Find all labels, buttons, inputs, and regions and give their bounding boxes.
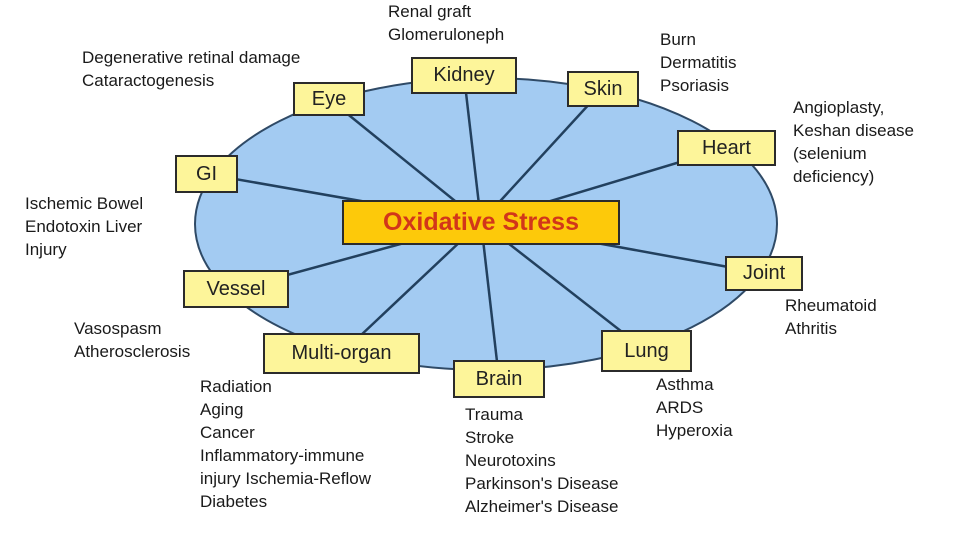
- condition-item: ARDS: [656, 398, 704, 417]
- condition-item: Atherosclerosis: [74, 342, 191, 361]
- organ-box-lung: Lung: [601, 330, 692, 372]
- condition-item: Cancer: [200, 423, 255, 442]
- condition-item: Burn: [660, 30, 696, 49]
- condition-item: Aging: [200, 400, 244, 419]
- organ-box-multi-organ: Multi-organ: [263, 333, 420, 374]
- connector-skin: [480, 88, 604, 223]
- center-label: Oxidative Stress: [383, 208, 579, 236]
- center-oxidative-stress: Oxidative Stress: [342, 200, 620, 245]
- condition-item: Trauma: [465, 405, 523, 424]
- condition-item: Neurotoxins: [465, 451, 556, 470]
- organ-label: Heart: [702, 136, 751, 159]
- organ-label: Lung: [624, 339, 669, 362]
- organ-label: GI: [195, 162, 218, 185]
- organ-label: Kidney: [433, 64, 495, 86]
- organ-box-vessel: Vessel: [183, 270, 289, 308]
- condition-item: Rheumatoid: [785, 296, 877, 315]
- condition-item: Dermatitis: [660, 53, 737, 72]
- organ-box-skin: Skin: [567, 71, 639, 107]
- organ-box-eye: Eye: [293, 82, 365, 116]
- condition-item: Renal graft: [388, 2, 472, 21]
- organ-box-brain: Brain: [453, 360, 545, 398]
- condition-item: Keshan disease: [793, 121, 914, 140]
- condition-item: Stroke: [465, 428, 515, 447]
- condition-item: deficiency): [793, 167, 875, 186]
- organ-label: Vessel: [206, 277, 266, 300]
- condition-item: Hyperoxia: [656, 421, 733, 440]
- organ-label: Multi-organ: [291, 342, 392, 364]
- conditions-heart: Angioplasty, Keshan disease (selenium defic…: [793, 96, 914, 188]
- condition-item: Radiation: [200, 377, 272, 396]
- condition-item: Alzheimer's Disease: [465, 497, 619, 516]
- organ-label: Skin: [583, 77, 623, 100]
- connector-brain: [479, 221, 501, 380]
- condition-item: Diabetes: [200, 492, 268, 511]
- condition-item: Glomeruloneph: [388, 25, 505, 44]
- condition-item: Inflammatory-immune: [200, 446, 365, 465]
- condition-item: Vasospasm: [74, 319, 162, 338]
- condition-item: Degenerative retinal damage: [82, 48, 301, 67]
- condition-item: Angioplasty,: [793, 98, 885, 117]
- organ-label: Joint: [742, 262, 786, 284]
- organ-box-heart: Heart: [677, 130, 776, 166]
- organ-box-kidney: Kidney: [411, 57, 517, 94]
- condition-item: Psoriasis: [660, 76, 729, 95]
- condition-item: Ischemic Bowel: [25, 194, 144, 213]
- organ-box-joint: Joint: [725, 256, 803, 291]
- organ-box-gi: GI: [175, 155, 238, 193]
- condition-item: Cataractogenesis: [82, 71, 215, 90]
- condition-item: injury Ischemia-Reflow: [200, 469, 371, 488]
- organ-label: Brain: [475, 367, 523, 390]
- condition-item: Athritis: [785, 319, 837, 338]
- condition-item: Asthma: [656, 375, 714, 394]
- condition-item: (selenium: [793, 144, 867, 163]
- condition-item: Parkinson's Disease: [465, 474, 619, 493]
- organ-label: Eye: [311, 87, 347, 110]
- condition-item: Endotoxin Liver: [25, 217, 143, 236]
- connector-kidney: [462, 75, 483, 223]
- condition-item: Injury: [25, 240, 67, 259]
